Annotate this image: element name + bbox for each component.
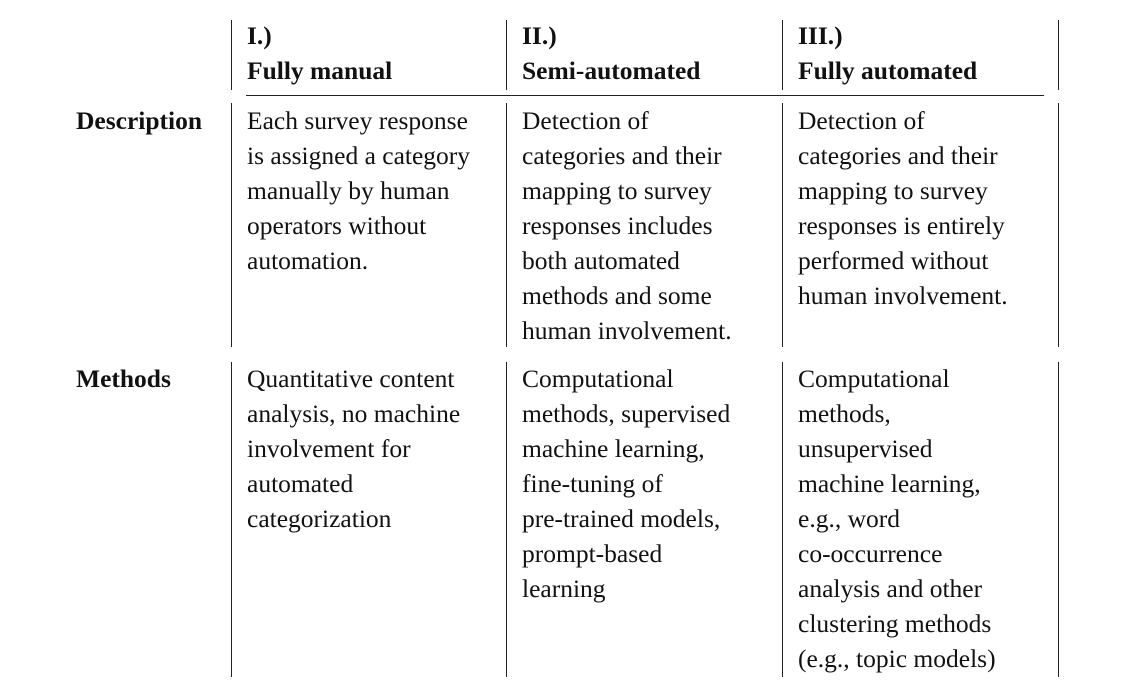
cell-line: analysis and other [798, 574, 983, 603]
cell-line: fine-tuning of [522, 469, 663, 498]
cell-line: categories and their [522, 141, 722, 170]
cell-line: categorization [247, 504, 392, 533]
cell-line: analysis, no machine [247, 399, 461, 428]
header-rule [246, 95, 1044, 96]
cell-methods-semi: Computational methods, supervised machin… [522, 361, 730, 606]
cell-line: Detection of [798, 106, 925, 135]
cell-line: categories and their [798, 141, 998, 170]
cell-methods-full: Computational methods, unsupervised mach… [798, 361, 996, 676]
column-rule [1058, 103, 1059, 347]
cell-description-semi: Detection of categories and their mappin… [522, 103, 732, 348]
cell-line: mapping to survey [522, 176, 712, 205]
cell-line: clustering methods [798, 609, 992, 638]
column-number: I.) [247, 21, 272, 50]
column-title: Fully manual [247, 56, 393, 85]
cell-line: involvement for [247, 434, 411, 463]
column-header-3: III.) Fully automated [798, 18, 977, 88]
cell-line: e.g., word [798, 504, 900, 533]
cell-line: manually by human [247, 176, 450, 205]
column-rule [1058, 362, 1059, 677]
column-rule [1058, 20, 1059, 90]
column-title: Semi-automated [522, 56, 701, 85]
cell-line: methods and some [522, 281, 712, 310]
cell-line: mapping to survey [798, 176, 988, 205]
cell-line: automation. [247, 246, 369, 275]
cell-line: both automated [522, 246, 680, 275]
cell-line: human involvement. [798, 281, 1008, 310]
column-rule [231, 362, 232, 677]
cell-line: automated [247, 469, 354, 498]
column-title: Fully automated [798, 56, 978, 85]
column-rule [506, 362, 507, 677]
cell-line: responses includes [522, 211, 713, 240]
row-label-description: Description [76, 106, 203, 135]
column-rule [506, 103, 507, 347]
cell-line: Detection of [522, 106, 649, 135]
cell-line: methods, supervised [522, 399, 731, 428]
cell-line: prompt-based [522, 539, 663, 568]
cell-methods-manual: Quantitative content analysis, no machin… [247, 361, 460, 536]
cell-line: operators without [247, 211, 427, 240]
cell-line: Quantitative content [247, 364, 455, 393]
column-rule [782, 362, 783, 677]
cell-line: is assigned a category [247, 141, 471, 170]
column-rule [782, 20, 783, 90]
cell-line: unsupervised [798, 434, 933, 463]
column-rule [782, 103, 783, 347]
column-number: III.) [798, 21, 843, 50]
cell-line: Each survey response [247, 106, 468, 135]
cell-line: performed without [798, 246, 989, 275]
cell-line: (e.g., topic models) [798, 644, 996, 673]
cell-description-full: Detection of categories and their mappin… [798, 103, 1008, 313]
column-rule [231, 20, 232, 90]
cell-line: machine learning, [522, 434, 705, 463]
cell-description-manual: Each survey response is assigned a categ… [247, 103, 470, 278]
column-header-2: II.) Semi-automated [522, 18, 700, 88]
column-rule [506, 20, 507, 90]
column-header-1: I.) Fully manual [247, 18, 392, 88]
column-number: II.) [522, 21, 557, 50]
cell-line: human involvement. [522, 316, 732, 345]
cell-line: learning [522, 574, 606, 603]
cell-line: pre-trained models, [522, 504, 721, 533]
column-rule [231, 103, 232, 347]
cell-line: Computational [522, 364, 674, 393]
cell-line: responses is entirely [798, 211, 1005, 240]
cell-line: co-occurrence [798, 539, 943, 568]
cell-line: methods, [798, 399, 891, 428]
cell-line: Computational [798, 364, 950, 393]
cell-line: machine learning, [798, 469, 981, 498]
row-label-methods: Methods [76, 364, 171, 393]
